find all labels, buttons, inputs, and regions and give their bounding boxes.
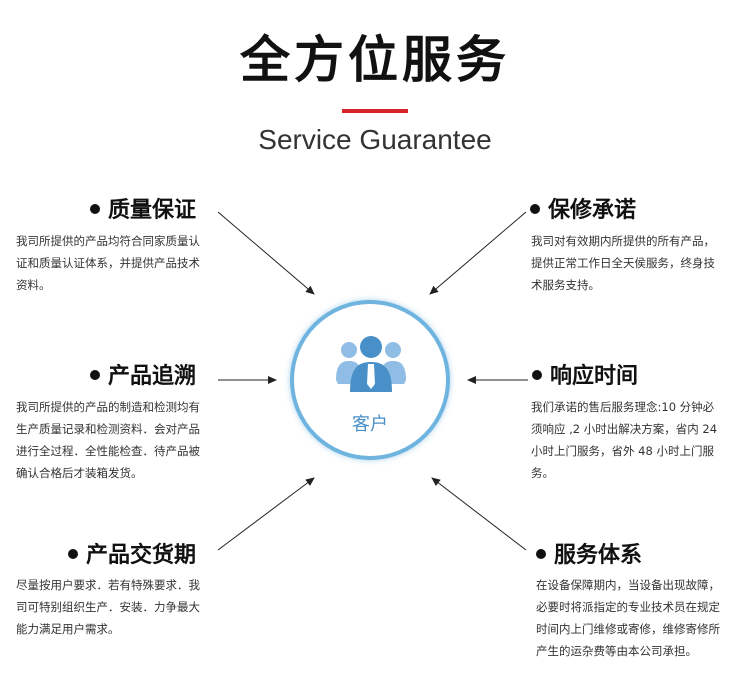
service-line: 在设备保障期内，当设备出现故障， <box>536 578 720 592</box>
service-line: 必要时将派指定的专业技术员在规定 <box>536 600 720 614</box>
service-line: 产生的运杂费等由本公司承担。 <box>536 644 697 658</box>
arrow-service <box>431 477 527 551</box>
customers-group-icon <box>336 336 406 392</box>
quality-description: 我司所提供的产品均符合同家质量认 证和质量认证体系，并提供产品技术 资料。 <box>16 230 200 296</box>
delivery-line: 尽量按用户要求．若有特殊要求．我 <box>16 578 200 592</box>
bullet-dot-icon <box>536 549 546 559</box>
delivery-title: 产品交货期 <box>86 543 197 568</box>
warranty-heading: 保修承诺 <box>530 196 636 226</box>
response-line: 我们承诺的售后服务理念:10 分钟必 <box>531 400 715 414</box>
bullet-dot-icon <box>90 204 100 214</box>
response-heading: 响应时间 <box>532 362 638 392</box>
warranty-description: 我司对有效期内所提供的所有产品， 提供正常工作日全天侯服务，终身技 术服务支持。 <box>531 230 715 296</box>
warranty-line: 我司对有效期内所提供的所有产品， <box>531 234 715 248</box>
bullet-dot-icon <box>530 204 540 214</box>
service-title: 服务体系 <box>554 543 643 568</box>
delivery-heading: 产品交货期 <box>68 541 196 571</box>
arrow-delivery <box>217 477 315 551</box>
traceability-heading: 产品追溯 <box>90 362 196 392</box>
response-description: 我们承诺的售后服务理念:10 分钟必 须响应 ,2 小时出解决方案，省内 24 … <box>531 396 717 484</box>
quality-title: 质量保证 <box>108 198 197 223</box>
response-line: 务。 <box>531 466 554 480</box>
traceability-description: 我司所提供的产品的制造和检测均有 生产质量记录和检测资料．会对产品 进行全过程．… <box>16 396 200 484</box>
quality-heading: 质量保证 <box>90 196 196 226</box>
arrow-quality <box>217 211 315 295</box>
customer-circle: 客户 <box>290 300 450 460</box>
response-title: 响应时间 <box>550 364 639 389</box>
title-divider <box>342 109 408 113</box>
quality-line: 资料。 <box>16 278 51 292</box>
traceability-line: 进行全过程．全性能检查．待产品被 <box>16 444 200 458</box>
traceability-line: 生产质量记录和检测资料．会对产品 <box>16 422 200 436</box>
delivery-line: 司可特别组织生产．安装．力争最大 <box>16 600 200 614</box>
quality-line: 证和质量认证体系，并提供产品技术 <box>16 256 200 270</box>
bullet-dot-icon <box>532 370 542 380</box>
warranty-title: 保修承诺 <box>548 198 637 223</box>
traceability-line: 我司所提供的产品的制造和检测均有 <box>16 400 200 414</box>
customer-label: 客户 <box>352 414 388 435</box>
delivery-description: 尽量按用户要求．若有特殊要求．我 司可特别组织生产．安装．力争最大 能力满足用户… <box>16 574 200 640</box>
bullet-dot-icon <box>68 549 78 559</box>
service-line: 时间内上门维修或寄修，维修寄修所 <box>536 622 720 636</box>
service-description: 在设备保障期内，当设备出现故障， 必要时将派指定的专业技术员在规定 时间内上门维… <box>536 574 720 662</box>
response-line: 小时上门服务，省外 48 小时上门服 <box>531 444 714 458</box>
page-title: 全方位服务 <box>240 31 510 89</box>
delivery-line: 能力满足用户需求。 <box>16 622 120 636</box>
warranty-line: 提供正常工作日全天侯服务，终身技 <box>531 256 715 270</box>
page-subtitle: Service Guarantee <box>258 124 492 155</box>
warranty-line: 术服务支持。 <box>531 278 600 292</box>
bullet-dot-icon <box>90 370 100 380</box>
arrow-warranty <box>429 211 527 295</box>
quality-line: 我司所提供的产品均符合同家质量认 <box>16 234 200 248</box>
traceability-title: 产品追溯 <box>108 364 197 389</box>
service-heading: 服务体系 <box>536 541 642 571</box>
response-line: 须响应 ,2 小时出解决方案，省内 24 <box>531 422 718 436</box>
traceability-line: 确认合格后才装箱发货。 <box>16 466 143 480</box>
